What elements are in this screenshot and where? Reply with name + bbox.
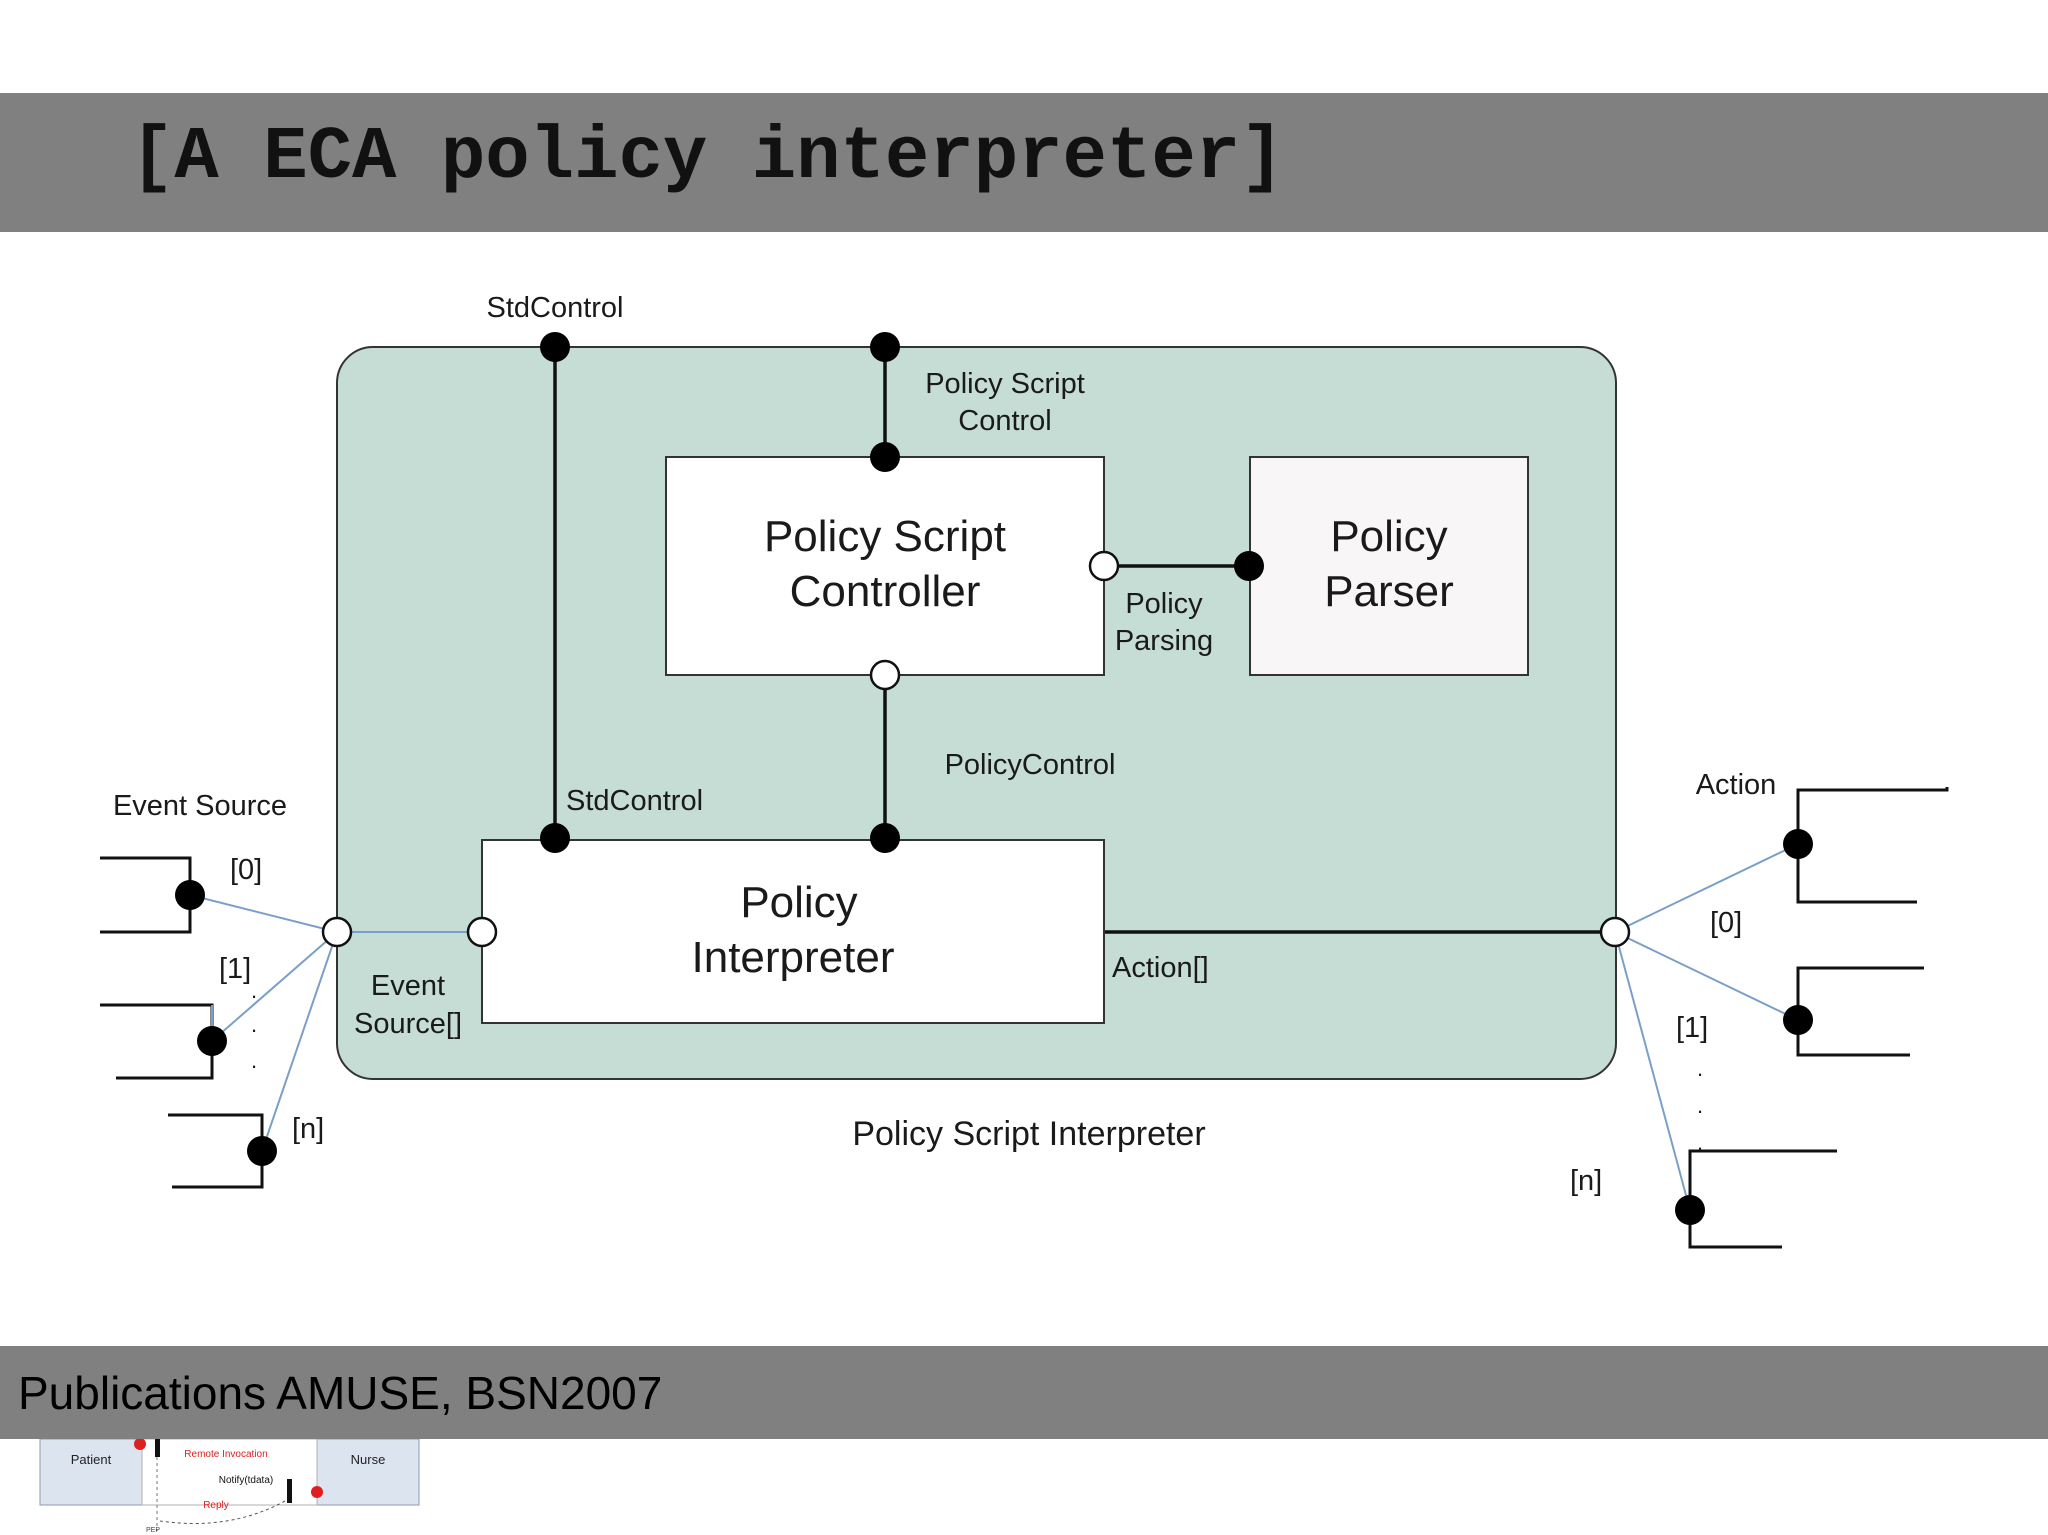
slide-title: [A ECA policy interpreter] bbox=[130, 116, 1285, 200]
interpreter-name-line-2: Interpreter bbox=[692, 933, 895, 982]
stdcontrol-port bbox=[540, 332, 570, 362]
sequence-diagram-thumbnail: Patient Nurse Remote Invocation Notify(t… bbox=[39, 1439, 420, 1534]
thumbnail-activation-bar bbox=[287, 1479, 292, 1503]
interpreter-event-source-port bbox=[466, 916, 498, 948]
policy-script-control-label-1: Policy Script bbox=[925, 368, 1085, 400]
action-index-n: [n] bbox=[1570, 1165, 1602, 1197]
action-label: Action bbox=[1696, 769, 1777, 801]
action-fan-lines bbox=[1614, 843, 1799, 1211]
event-source-ellipsis-dot: . bbox=[251, 978, 257, 1003]
action-index-1: [1] bbox=[1676, 1012, 1708, 1044]
event-source-n-port bbox=[247, 1136, 277, 1166]
thumbnail-notify-label: Notify(tdata) bbox=[219, 1475, 273, 1486]
stdcontrol-inner-label: StdControl bbox=[566, 785, 703, 817]
event-source-1-port bbox=[197, 1026, 227, 1056]
controller-control-port bbox=[870, 442, 900, 472]
interpreter-name-line-1: Policy bbox=[740, 878, 857, 927]
footer-text: Publications AMUSE, BSN2007 bbox=[18, 1367, 663, 1419]
policy-control-label: PolicyControl bbox=[945, 749, 1116, 781]
event-source-0-port bbox=[175, 880, 205, 910]
event-source-ellipsis-dot: . bbox=[251, 1048, 257, 1073]
thumbnail-reply-label: Reply bbox=[203, 1500, 229, 1511]
action-1-port bbox=[1783, 1005, 1813, 1035]
interpreter-policycontrol-port bbox=[870, 823, 900, 853]
container-label: Policy Script Interpreter bbox=[852, 1115, 1205, 1153]
action-array-label: Action[] bbox=[1112, 952, 1209, 984]
thumbnail-patient-label: Patient bbox=[71, 1452, 112, 1467]
policy-parsing-label-1: Policy bbox=[1125, 588, 1203, 620]
event-source-array-label-2: Source[] bbox=[354, 1008, 462, 1040]
policy-script-controller-box[interactable] bbox=[665, 456, 1105, 676]
thumbnail-nurse-box bbox=[316, 1439, 420, 1506]
footer-bar bbox=[0, 1346, 2048, 1439]
action-ellipsis-dot: . bbox=[1697, 1093, 1703, 1118]
controller-parsing-port bbox=[1088, 550, 1120, 582]
thumbnail-activation-bar bbox=[155, 1439, 160, 1457]
title-bar bbox=[0, 93, 2048, 232]
event-source-index-1: [1] bbox=[219, 953, 251, 985]
event-source-ellipsis-dot: . bbox=[251, 1012, 257, 1037]
container-action-port bbox=[1599, 916, 1631, 948]
parser-name-line-1: Policy bbox=[1330, 512, 1447, 561]
event-source-index-0: [0] bbox=[230, 854, 262, 886]
thumbnail-remote-invocation-label: Remote Invocation bbox=[184, 1449, 267, 1460]
controller-name-line-2: Controller bbox=[790, 567, 981, 616]
thumbnail-patient-box bbox=[39, 1439, 143, 1506]
interpreter-stdcontrol-port bbox=[540, 823, 570, 853]
policy-interpreter-box[interactable] bbox=[481, 839, 1105, 1024]
action-n-port bbox=[1675, 1195, 1705, 1225]
policy-script-control-label-2: Control bbox=[958, 405, 1052, 437]
stdcontrol-top-label: StdControl bbox=[486, 292, 623, 324]
controller-policycontrol-port bbox=[869, 659, 901, 691]
parser-name-line-2: Parser bbox=[1324, 567, 1454, 616]
controller-name-line-1: Policy Script bbox=[764, 512, 1006, 561]
container-event-source-port bbox=[321, 916, 353, 948]
thumbnail-red-dot bbox=[311, 1486, 323, 1498]
parser-parsing-port bbox=[1234, 551, 1264, 581]
thumbnail-red-dot bbox=[134, 1439, 146, 1450]
event-source-label: Event Source bbox=[113, 790, 287, 822]
event-source-array-label-1: Event bbox=[371, 970, 445, 1002]
action-stubs bbox=[1688, 787, 1949, 1249]
action-ellipsis-dot: . bbox=[1697, 1130, 1703, 1155]
action-0-port bbox=[1783, 829, 1813, 859]
action-ellipsis-dot: . bbox=[1697, 1056, 1703, 1081]
policy-script-control-port bbox=[870, 332, 900, 362]
thumbnail-nurse-label: Nurse bbox=[351, 1452, 386, 1467]
thumbnail-pep-label: PEP bbox=[146, 1527, 160, 1534]
action-index-0: [0] bbox=[1710, 907, 1742, 939]
policy-parsing-label-2: Parsing bbox=[1115, 625, 1213, 657]
event-source-index-n: [n] bbox=[292, 1113, 324, 1145]
thumbnail-reply-arrow bbox=[159, 1500, 286, 1524]
policy-parser-box[interactable] bbox=[1249, 456, 1529, 676]
